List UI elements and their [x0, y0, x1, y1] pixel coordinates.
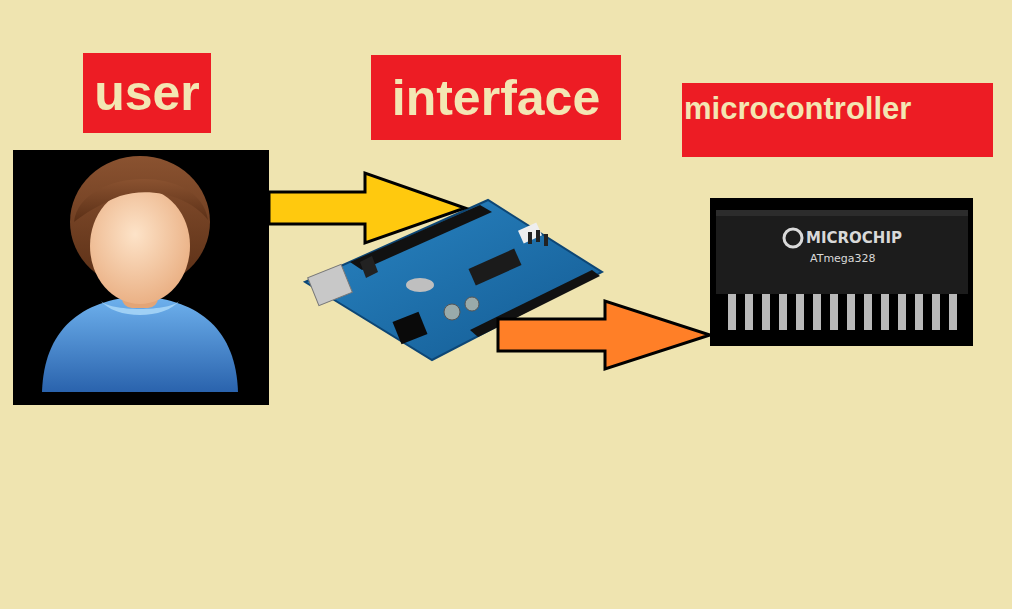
chip-part-number: ATmega328 [810, 252, 876, 265]
block-arrow [498, 301, 710, 369]
user-avatar [13, 150, 269, 405]
node-heading: interface [371, 55, 621, 140]
user-node: user [13, 150, 269, 405]
chip-brand: MICROCHIP [806, 229, 902, 247]
microcontroller-node: microcontroller [710, 198, 973, 346]
node-heading: user [83, 53, 211, 133]
block-arrow [269, 173, 465, 243]
microcontroller-chip [710, 198, 973, 346]
interface-node: interface [465, 195, 600, 335]
node-heading: microcontroller [682, 83, 993, 157]
